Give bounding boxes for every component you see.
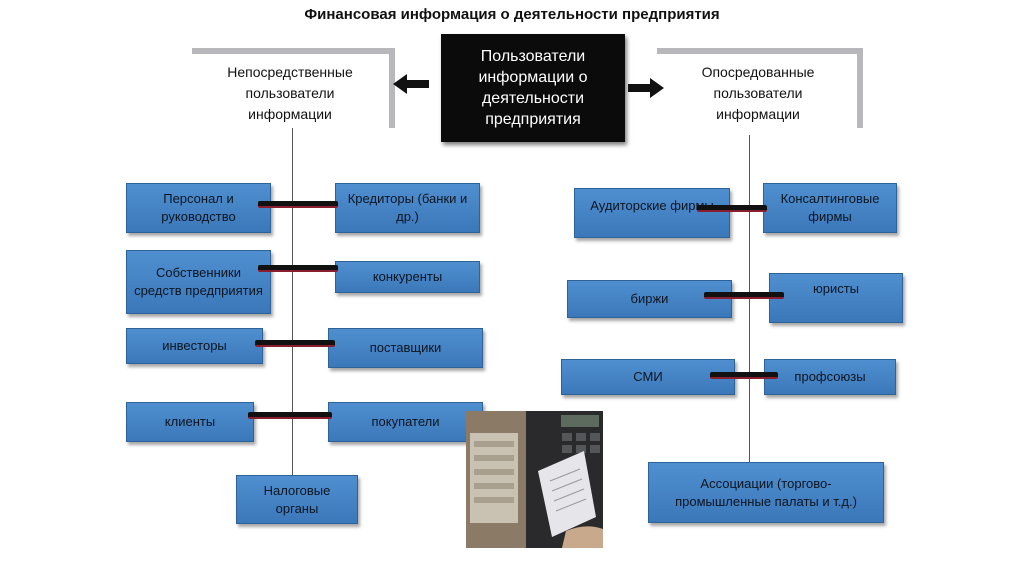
node-investors: инвесторы [126, 328, 263, 364]
left-group-label: Непосредственные пользователи информации [227, 64, 353, 122]
connector [710, 372, 778, 379]
node-clients: клиенты [126, 402, 254, 442]
money-calculator-photo [466, 411, 603, 548]
node-associations: Ассоциации (торгово-промышленные палаты … [648, 462, 884, 523]
node-media: СМИ [561, 359, 735, 395]
node-buyers: покупатели [328, 402, 483, 442]
connector [258, 201, 338, 208]
node-trade-unions: профсоюзы [764, 359, 896, 395]
node-creditors: Кредиторы (банки и др.) [335, 183, 480, 233]
connector [255, 340, 335, 347]
node-suppliers: поставщики [328, 328, 483, 368]
node-competitors: конкуренты [335, 261, 480, 293]
right-axis-line [749, 135, 750, 463]
connector [248, 412, 332, 419]
right-group-bracket [657, 48, 863, 128]
connector [258, 265, 338, 272]
node-personnel: Персонал и руководство [126, 183, 271, 233]
node-tax-authorities: Налоговые органы [236, 475, 358, 524]
page-title: Финансовая информация о деятельности пре… [304, 6, 720, 23]
node-consulting-firms: Консалтинговые фирмы [763, 183, 897, 233]
node-exchanges: биржи [567, 280, 732, 318]
node-lawyers: юристы [769, 273, 903, 323]
arrow-left-icon [393, 74, 429, 94]
left-axis-line [292, 128, 293, 478]
connector [697, 205, 767, 212]
right-group-label: Опосредованные пользователи информации [701, 64, 815, 122]
node-owners: Собственники средств предприятия [126, 250, 271, 314]
arrow-right-icon [628, 78, 664, 98]
connector [704, 292, 784, 299]
left-group-bracket [192, 48, 395, 128]
center-users-box: Пользователи информации о деятельности п… [441, 34, 625, 142]
node-audit-firms: Аудиторские фирмы [574, 188, 730, 238]
